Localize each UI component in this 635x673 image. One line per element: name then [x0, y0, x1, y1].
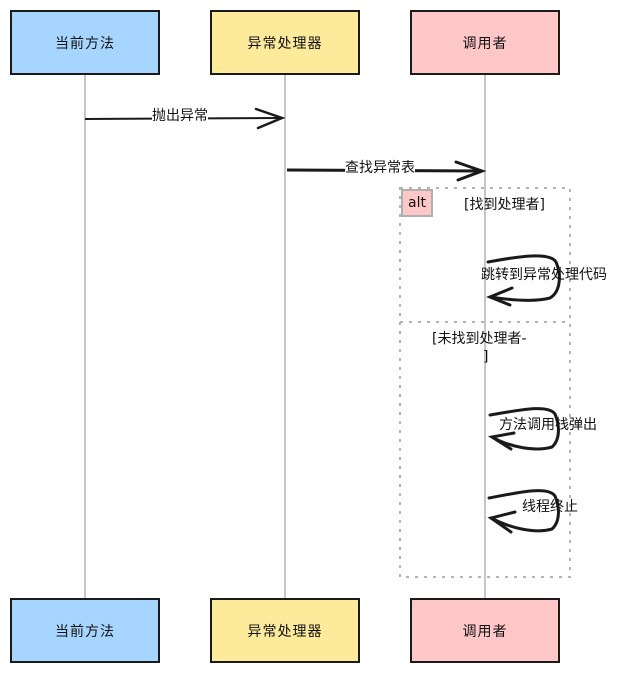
arrowhead-thread-terminate	[487, 510, 517, 534]
arrowhead-pop-stack	[487, 431, 516, 451]
arrowhead-jump-handler	[486, 286, 514, 307]
participant-label: 当前方法	[55, 35, 115, 52]
alt-condition-not-found: [未找到处理者-	[432, 331, 527, 347]
self-message-label-thread-terminate: 线程终止	[522, 499, 578, 515]
participant-top-current-method: 当前方法	[10, 10, 160, 75]
participant-label: 调用者	[462, 35, 508, 52]
self-message-label-pop-stack: 方法调用栈弹出	[499, 417, 597, 433]
participant-bottom-current-method: 当前方法	[10, 598, 160, 663]
participant-bottom-caller: 调用者	[410, 598, 560, 663]
self-message-label-jump-handler: 跳转到异常处理代码	[481, 267, 607, 283]
participant-label: 异常处理器	[247, 35, 323, 52]
self-arrow-thread-terminate	[487, 489, 560, 533]
participant-top-exception-handler: 异常处理器	[210, 10, 360, 75]
arrowhead-throw-exception	[254, 107, 286, 130]
participant-label: 异常处理器	[247, 623, 323, 640]
arrowhead-lookup-table	[454, 160, 487, 182]
alt-condition-found: [找到处理者]	[464, 197, 545, 213]
participant-label: 调用者	[462, 623, 508, 640]
message-label-lookup-table: 查找异常表	[345, 160, 415, 176]
participant-bottom-exception-handler: 异常处理器	[210, 598, 360, 663]
participant-top-caller: 调用者	[410, 10, 560, 75]
self-arrow-jump-handler	[486, 254, 561, 302]
alt-tag-label: alt	[408, 195, 426, 211]
alt-condition-not-found-cont: ]	[483, 349, 489, 365]
participant-label: 当前方法	[55, 623, 115, 640]
alt-fragment-tag: alt	[401, 189, 433, 217]
message-label-throw-exception: 抛出异常	[152, 108, 208, 124]
self-arrow-pop-stack	[488, 407, 560, 451]
